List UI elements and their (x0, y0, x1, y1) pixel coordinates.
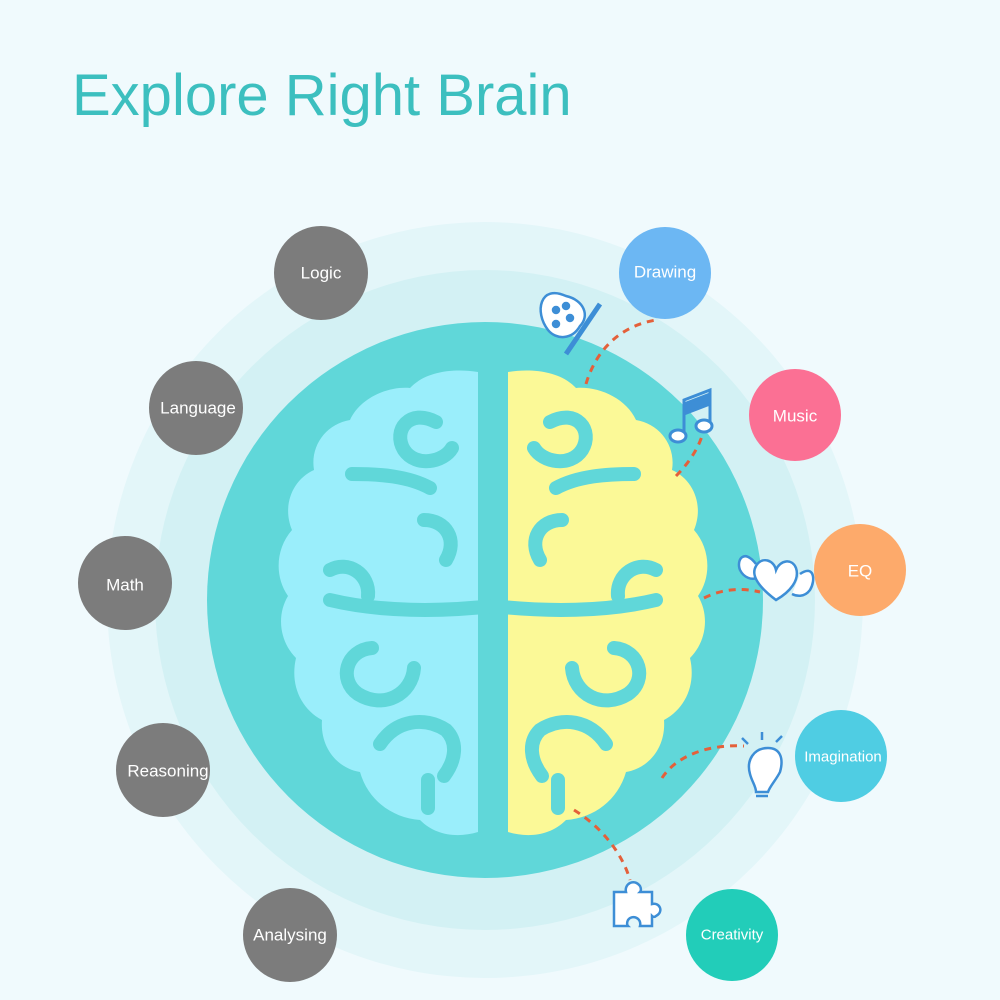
right-nodes: Drawing Music EQ Imagination Creativity (619, 227, 906, 981)
node-circle (686, 889, 778, 981)
left-node-language[interactable]: Language (149, 361, 243, 455)
node-circle (814, 524, 906, 616)
page-title: Explore Right Brain (72, 63, 572, 128)
right-node-music[interactable]: Music (749, 369, 841, 461)
node-label: Music (773, 407, 818, 426)
right-node-imagination[interactable]: Imagination (795, 710, 887, 802)
node-circle (243, 888, 337, 982)
node-label: Drawing (634, 263, 696, 282)
winged-heart-icon (737, 554, 815, 602)
left-nodes: Logic Language Math Reasoning Analysing (78, 226, 368, 982)
left-node-reasoning[interactable]: Reasoning (116, 723, 210, 817)
left-node-math[interactable]: Math (78, 536, 172, 630)
node-label: Analysing (253, 926, 327, 945)
lightbulb-icon (741, 732, 783, 798)
node-circle (149, 361, 243, 455)
node-label: Language (160, 399, 236, 418)
node-label: EQ (848, 562, 873, 581)
node-circle (274, 226, 368, 320)
left-node-analysing[interactable]: Analysing (243, 888, 337, 982)
music-note-icon (668, 387, 714, 444)
connectors (573, 318, 761, 881)
node-circle (795, 710, 887, 802)
left-node-logic[interactable]: Logic (274, 226, 368, 320)
palette-icon (539, 292, 603, 356)
node-label: Imagination (804, 749, 882, 766)
right-node-eq[interactable]: EQ (814, 524, 906, 616)
brain-folds (323, 365, 663, 843)
node-label: Logic (301, 264, 342, 283)
node-label: Reasoning (127, 762, 208, 781)
right-node-drawing[interactable]: Drawing (619, 227, 711, 319)
node-circle (749, 369, 841, 461)
node-circle (619, 227, 711, 319)
right-node-creativity[interactable]: Creativity (686, 889, 778, 981)
puzzle-piece-icon (612, 881, 662, 928)
node-circle (78, 536, 172, 630)
node-label: Creativity (701, 927, 764, 944)
node-circle (116, 723, 210, 817)
node-label: Math (106, 576, 144, 595)
